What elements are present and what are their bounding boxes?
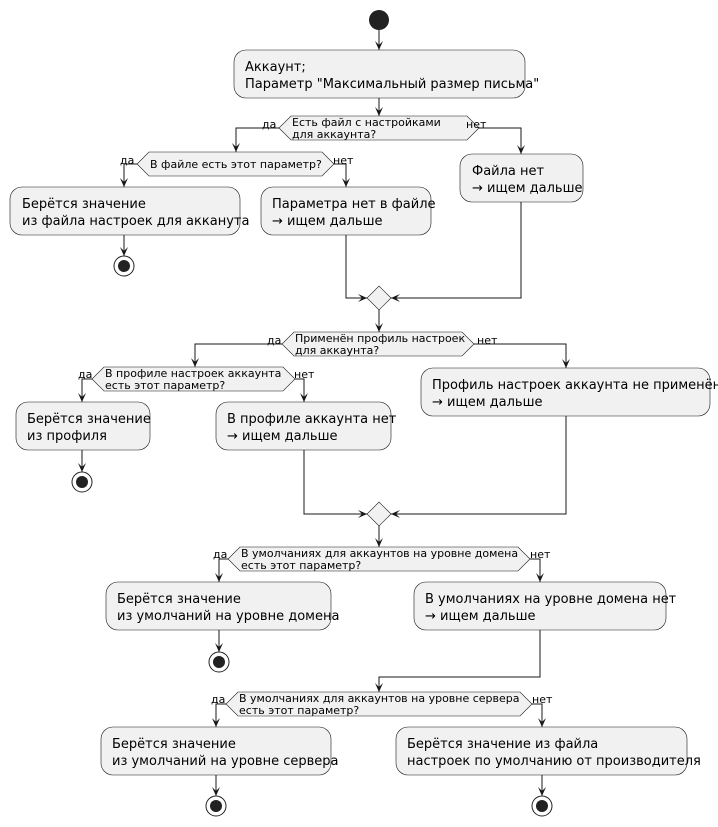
action-account-line1: Аккаунт; bbox=[245, 60, 306, 75]
merge-node-1 bbox=[366, 285, 392, 311]
decision-has-file-no: нет bbox=[466, 118, 487, 131]
decision-param-in-domain-no: нет bbox=[530, 548, 551, 561]
action-no-in-profile-line2: → ищем дальше bbox=[227, 429, 337, 444]
decision-param-in-domain-line1: В умолчаниях для аккаунтов на уровне дом… bbox=[241, 547, 518, 560]
action-from-server-defaults-line1: Берётся значение bbox=[112, 737, 236, 752]
action-no-param-in-file-line1: Параметра нет в файле bbox=[272, 197, 436, 212]
decision-param-in-server-line2: есть этот параметр? bbox=[239, 704, 359, 717]
action-no-in-profile-line1: В профиле аккаунта нет bbox=[227, 412, 397, 427]
decision-param-in-domain-line2: есть этот параметр? bbox=[241, 559, 361, 572]
action-profile-not-applied-line2: → ищем дальше bbox=[432, 395, 542, 410]
action-from-account-file bbox=[9, 186, 241, 236]
decision-param-in-server-line1: В умолчаниях для аккаунтов на уровне сер… bbox=[239, 692, 520, 705]
start-node bbox=[369, 10, 389, 30]
action-from-server-defaults-line2: из умолчаний на уровне сервера bbox=[112, 754, 339, 769]
action-from-account-file-line2: из файла настроек для акканута bbox=[22, 214, 249, 229]
decision-param-in-domain-yes: да bbox=[213, 548, 227, 561]
decision-param-in-file-no: нет bbox=[333, 154, 354, 167]
merge-node-2 bbox=[366, 501, 392, 527]
decision-param-in-profile-no: нет bbox=[294, 368, 315, 381]
decision-param-in-profile-line1: В профиле настроек аккаунта bbox=[105, 367, 281, 380]
action-no-file-line1: Файла нет bbox=[472, 164, 545, 179]
decision-profile-applied-yes: да bbox=[267, 334, 281, 347]
action-from-vendor-defaults-line1: Берётся значение из файла bbox=[407, 737, 598, 752]
decision-param-in-server-yes: да bbox=[211, 693, 225, 706]
decision-profile-applied-no: нет bbox=[477, 334, 498, 347]
decision-param-in-file-line1: В файле есть этот параметр? bbox=[150, 158, 322, 171]
action-from-profile-line2: из профиля bbox=[27, 429, 107, 444]
action-from-account-file-line1: Берётся значение bbox=[22, 197, 146, 212]
action-from-profile bbox=[15, 401, 151, 451]
decision-profile-applied-line1: Применён профиль настроек bbox=[295, 332, 465, 345]
action-from-domain-defaults-line2: из умолчаний на уровне домена bbox=[117, 609, 339, 624]
action-no-domain-defaults-line2: → ищем дальше bbox=[425, 609, 535, 624]
decision-has-file-line1: Есть файл с настройками bbox=[292, 116, 441, 129]
action-from-vendor-defaults-line2: настроек по умолчанию от производителя bbox=[407, 754, 701, 769]
decision-has-file-line2: для аккаунта? bbox=[292, 128, 376, 141]
action-account-line2: Параметр "Максимальный размер письма" bbox=[245, 77, 539, 92]
action-profile-not-applied-line1: Профиль настроек аккаунта не применён bbox=[432, 378, 718, 393]
action-from-domain-defaults-line1: Берётся значение bbox=[117, 592, 241, 607]
decision-param-in-profile-yes: да bbox=[78, 368, 92, 381]
decision-param-in-profile-line2: есть этот параметр? bbox=[105, 379, 225, 392]
action-no-domain-defaults-line1: В умолчаниях на уровне домена нет bbox=[425, 592, 677, 607]
decision-profile-applied-line2: для аккаунта? bbox=[295, 344, 379, 357]
decision-has-file-yes: да bbox=[262, 118, 276, 131]
decision-param-in-file-yes: да bbox=[120, 154, 134, 167]
decision-param-in-server-no: нет bbox=[532, 693, 553, 706]
action-no-param-in-file-line2: → ищем дальше bbox=[272, 214, 382, 229]
action-from-profile-line1: Берётся значение bbox=[27, 412, 151, 427]
action-no-file-line2: → ищем дальше bbox=[472, 181, 582, 196]
